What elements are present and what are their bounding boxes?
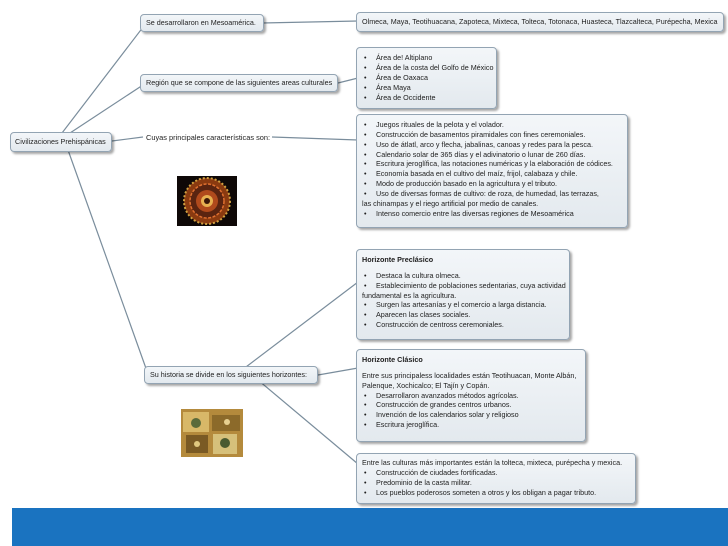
list-item: Área de Occidente <box>362 93 491 103</box>
clasico-intro: Entre sus principaless localidades están… <box>362 370 577 390</box>
list-item: Aparecen las clases sociales. <box>362 310 564 320</box>
link-root-regiones <box>69 82 147 134</box>
list-item: Escritura jeroglífica, las notaciones nu… <box>362 159 622 169</box>
golden-artwork-image <box>181 409 243 457</box>
regiones-node[interactable]: Región que se compone de las siguientes … <box>140 74 338 92</box>
characteristics-list: Juegos rituales de la pelota y el volado… <box>362 120 622 219</box>
list-item: Construcción de centross ceremoniales. <box>362 320 564 330</box>
list-item: Desarrollaron avanzados métodos agrícola… <box>362 391 580 401</box>
posclasico-node[interactable]: Entre las culturas más importantes están… <box>356 453 636 504</box>
list-item: Establecimiento de poblaciones sedentari… <box>362 281 566 291</box>
list-item: Área de! Altiplano <box>362 53 491 63</box>
root-label: Civilizaciones Prehispánicas <box>15 136 106 146</box>
footer-bar <box>12 508 728 546</box>
list-item: Modo de producción basado en la agricult… <box>362 179 622 189</box>
posclasico-list: Construcción de ciudades fortificadas. P… <box>362 468 630 498</box>
historia-node[interactable]: Su historia se divide en los siguientes … <box>144 366 318 384</box>
list-item: Invención de los calendarios solar y rel… <box>362 410 580 420</box>
list-item: Construcción de grandes centros urbanos. <box>362 400 580 410</box>
list-item: Economía basada en el cultivo del maíz, … <box>362 169 622 179</box>
link-regiones-detail <box>337 77 359 84</box>
list-item: Intenso comercio entre las diversas regi… <box>362 209 622 219</box>
mesoamerica-label: Se desarrollaron en Mesoamérica. <box>146 17 256 27</box>
list-item: Uso de diversas formas de cultivo: de ro… <box>362 189 622 199</box>
link-historia-clasico <box>317 367 359 376</box>
aztec-calendar-image <box>177 176 237 226</box>
preclasico-title: Horizonte Preclásico <box>362 255 434 264</box>
list-item: Juegos rituales de la pelota y el volado… <box>362 120 622 130</box>
preclasico-node[interactable]: Horizonte Preclásico Destaca la cultura … <box>356 249 570 340</box>
list-item: Predominio de la casta militar. <box>362 478 630 488</box>
list-item: las chinampas y el riego artificial por … <box>362 198 539 208</box>
list-item: Uso de átlatl, arco y flecha, jabalinas,… <box>362 140 622 150</box>
root-node[interactable]: Civilizaciones Prehispánicas <box>10 132 112 152</box>
list-item: Construcción de ciudades fortificadas. <box>362 468 630 478</box>
list-item: Calendario solar de 365 días y el adivin… <box>362 150 622 160</box>
list-item: Destaca la cultura olmeca. <box>362 271 564 281</box>
caracteristicas-label: Cuyas principales características son: <box>146 133 271 142</box>
clasico-list: Desarrollaron avanzados métodos agrícola… <box>362 391 580 430</box>
link-root-caracteristicas <box>111 136 144 142</box>
clasico-node[interactable]: Horizonte Clásico Entre sus principaless… <box>356 349 586 442</box>
list-item: Área Maya <box>362 83 491 93</box>
link-root-historia <box>67 149 149 375</box>
mesoamerica-node[interactable]: Se desarrollaron en Mesoamérica. <box>140 14 264 32</box>
cultures-list-text: Olmeca, Maya, Teotihuacana, Zapoteca, Mi… <box>362 16 718 26</box>
list-item: Área de Oaxaca <box>362 73 491 83</box>
caracteristicas-node[interactable]: Juegos rituales de la pelota y el volado… <box>356 114 628 228</box>
cultures-list-node[interactable]: Olmeca, Maya, Teotihuacana, Zapoteca, Mi… <box>356 12 724 32</box>
preclasico-list: Destaca la cultura olmeca. Establecimien… <box>362 271 566 330</box>
posclasico-intro: Entre las culturas más importantes están… <box>362 458 623 467</box>
list-item: Los pueblos poderosos someten a otros y … <box>362 488 630 498</box>
areas-list: Área de! Altiplano Área de la costa del … <box>362 53 493 103</box>
list-item: Escritura jeroglífica. <box>362 420 580 430</box>
clasico-title: Horizonte Clásico <box>362 355 423 364</box>
regiones-areas-node[interactable]: Área de! Altiplano Área de la costa del … <box>356 47 497 109</box>
link-mesoamerica-detail <box>261 20 359 24</box>
link-historia-preclasico <box>241 281 359 371</box>
list-item: Área de la costa del Golfo de México <box>362 63 493 73</box>
link-caracteristicas-detail <box>271 136 359 141</box>
list-item: Surgen las artesanías y el comercio a la… <box>362 300 564 310</box>
link-root-mesoamerica <box>61 17 151 134</box>
list-item: Construcción de basamentos piramidales c… <box>362 130 622 140</box>
list-item: fundamental es la agricultura. <box>362 290 457 300</box>
historia-label: Su historia se divide en los siguientes … <box>150 369 308 379</box>
link-historia-posclasico <box>257 379 359 465</box>
regiones-label: Región que se compone de las siguientes … <box>146 77 333 87</box>
